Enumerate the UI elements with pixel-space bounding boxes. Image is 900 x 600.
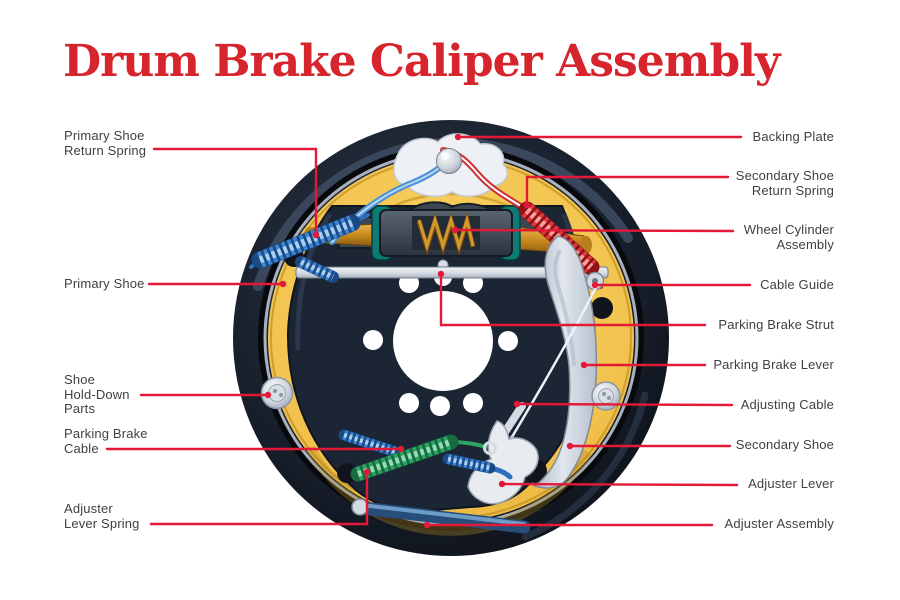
parking-brake-lever [533, 235, 598, 489]
leader-secondary-shoe-return-spring [525, 175, 730, 206]
leader-adjuster-lever [501, 482, 739, 487]
hub-opening [363, 268, 518, 416]
leader-adjusting-cable [516, 402, 734, 407]
shoe-hold-down-parts [260, 376, 621, 411]
label-shoe-hold-down-parts: Shoe Hold-Down Parts [64, 372, 130, 416]
leader-dots [264, 133, 599, 529]
parking-brake-strut [295, 259, 609, 279]
label-parking-brake-strut: Parking Brake Strut [718, 317, 834, 332]
label-adjuster-lever: Adjuster Lever [748, 476, 834, 491]
label-primary-shoe: Primary Shoe [64, 276, 145, 291]
label-secondary-shoe: Secondary Shoe [735, 437, 834, 452]
label-wheel-cylinder-assembly: Wheel Cylinder Assembly [743, 222, 834, 252]
label-cable-guide: Cable Guide [760, 277, 834, 292]
label-secondary-shoe-return-spring: Secondary Shoe Return Spring [735, 168, 834, 198]
label-adjusting-cable: Adjusting Cable [740, 397, 834, 412]
label-parking-brake-cable: Parking Brake Cable [64, 426, 148, 456]
label-adjuster-assembly: Adjuster Assembly [724, 516, 834, 531]
label-adjuster-lever-spring: Adjuster Lever Spring [64, 501, 140, 531]
page-title: Drum Brake Caliper Assembly [63, 36, 780, 87]
leader-wheel-cylinder-assembly [454, 228, 735, 233]
leader-primary-shoe-return-spring [152, 147, 318, 236]
label-parking-brake-lever: Parking Brake Lever [713, 357, 834, 372]
label-backing-plate: Backing Plate [752, 129, 834, 144]
label-primary-shoe-return-spring: Primary Shoe Return Spring [64, 128, 147, 158]
leader-adjuster-lever-spring [149, 471, 369, 526]
leader-lines [105, 133, 752, 529]
adjuster-lever-spring [350, 434, 497, 482]
leader-parking-brake-strut [439, 273, 707, 327]
primary-shoe-return-spring [249, 213, 370, 283]
